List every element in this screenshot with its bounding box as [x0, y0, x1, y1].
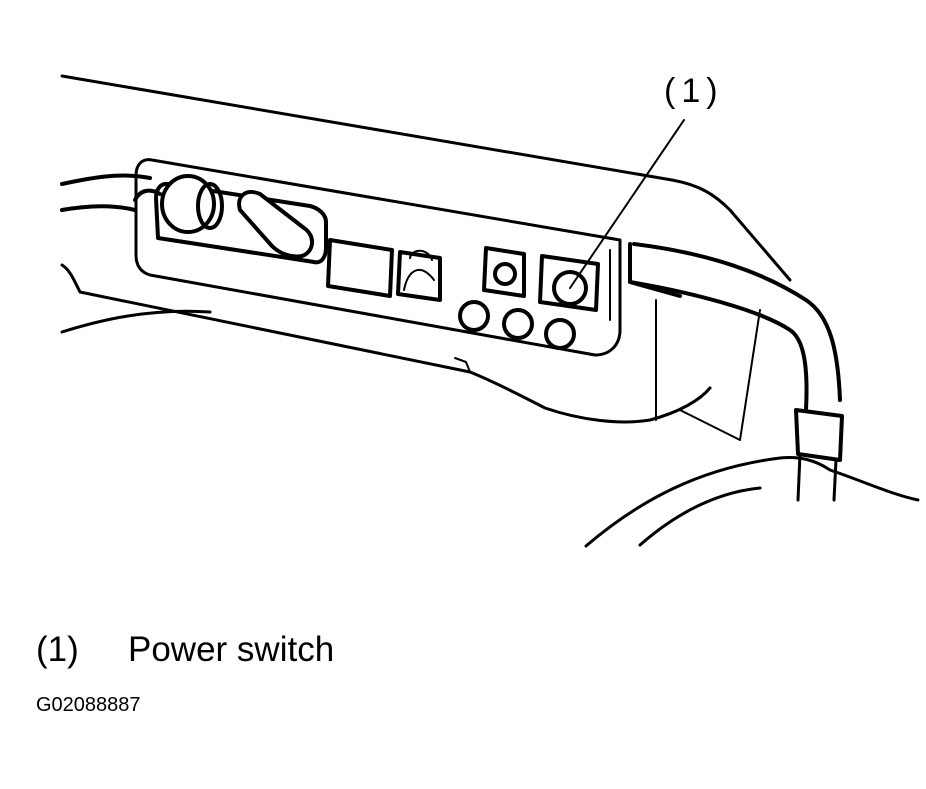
floor-curve-left [60, 309, 212, 334]
dc-jack [482, 246, 526, 298]
cable-right-end [628, 242, 682, 298]
legend-label: Power switch [128, 630, 335, 669]
housing-front-curve [468, 370, 712, 424]
housing-top-edge [60, 74, 674, 182]
housing-left-edge [60, 263, 472, 374]
figure-id: G02088887 [36, 694, 141, 716]
legend-number: (1) [36, 630, 79, 669]
housing-step [454, 357, 471, 373]
cable-lower [60, 204, 137, 212]
callout-marker: (1) [664, 72, 724, 110]
audio-jack-3 [544, 318, 576, 350]
dc-jack-pin [493, 262, 517, 286]
connector-panel-illustration [60, 74, 920, 548]
modular-jack-latch [409, 249, 433, 261]
cable-plug-end [196, 182, 224, 230]
cable-right-upper [632, 242, 842, 402]
cable-below-clip [796, 452, 838, 502]
housing-underside [679, 309, 761, 441]
power-switch-recess [538, 254, 600, 312]
modular-jack-opening [403, 268, 435, 291]
floor-line-upper [584, 456, 920, 548]
cable-upper [60, 173, 152, 186]
cable-clip [794, 408, 844, 462]
connector-panel-plate [134, 158, 622, 357]
modular-jack [396, 250, 442, 302]
rectangular-port [326, 238, 394, 298]
serial-connector-port [154, 181, 328, 265]
callout-leader-line [569, 119, 685, 289]
floor-line-lower [638, 486, 762, 547]
cable-right-lower [628, 280, 809, 412]
connector-screw-left [133, 188, 162, 202]
audio-jack-2 [502, 308, 534, 340]
audio-jack-1 [458, 300, 490, 332]
housing-right-outline [670, 178, 792, 282]
connector-thumb-screw [237, 190, 314, 259]
